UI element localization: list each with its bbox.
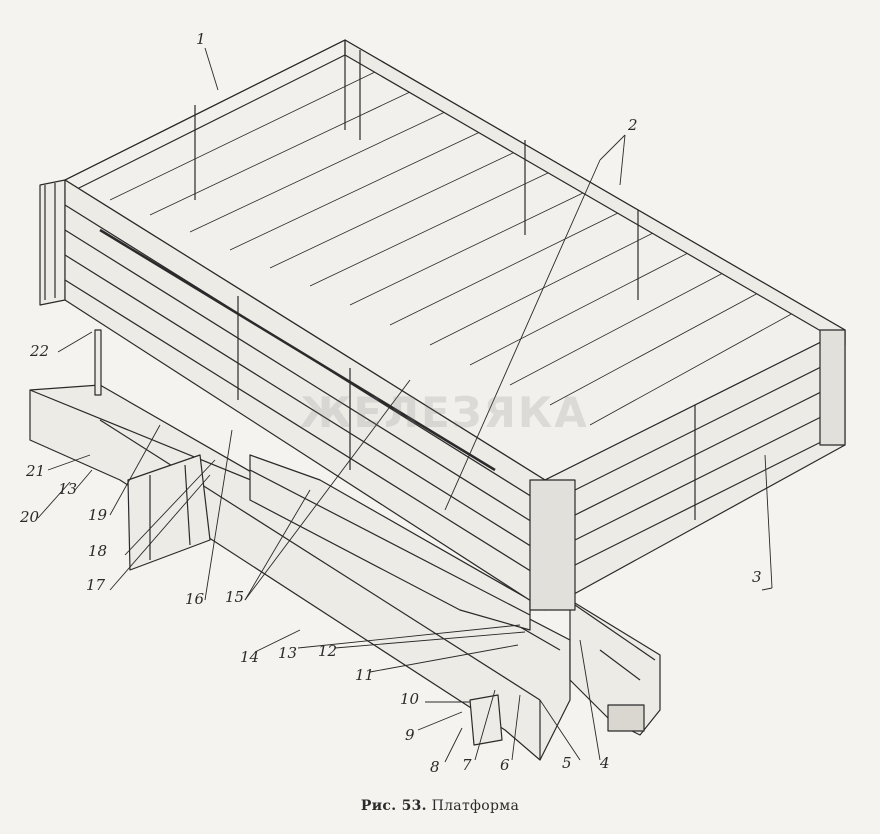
callout-9: 9 xyxy=(405,726,415,744)
callout-7: 7 xyxy=(462,756,472,774)
watermark: ЖЕЛЕЗЯКА xyxy=(300,388,589,437)
callout-19: 19 xyxy=(88,506,108,524)
sub-beam xyxy=(249,454,531,631)
callout-1: 1 xyxy=(196,30,206,48)
callout-8: 8 xyxy=(430,758,440,776)
bolt-22 xyxy=(94,329,102,396)
callout-4: 4 xyxy=(600,754,610,772)
callout-18: 18 xyxy=(88,542,108,560)
side-board-end xyxy=(529,329,846,611)
callout-2: 2 xyxy=(628,116,638,134)
caption-title: Платформа xyxy=(431,798,520,814)
callout-16: 16 xyxy=(185,590,205,608)
callout-11: 11 xyxy=(355,666,375,684)
callout-21: 21 xyxy=(26,462,46,480)
callout-17: 17 xyxy=(86,576,106,594)
floor-boards xyxy=(109,71,796,426)
figure-caption: Рис. 53. Платформа xyxy=(0,798,880,814)
callout-13-upper: 13 xyxy=(58,480,78,498)
caption-prefix: Рис. 53. xyxy=(360,798,427,814)
callout-20: 20 xyxy=(20,508,40,526)
callout-12: 12 xyxy=(318,642,338,660)
callout-13-lower: 13 xyxy=(278,644,298,662)
callout-5: 5 xyxy=(562,754,572,772)
front-board xyxy=(64,39,346,200)
rear-board xyxy=(39,179,66,306)
leader-lines xyxy=(37,47,773,763)
callout-10: 10 xyxy=(400,690,420,708)
cross-beam xyxy=(569,599,661,736)
callout-14: 14 xyxy=(240,648,260,666)
callout-3: 3 xyxy=(752,568,762,586)
callout-22: 22 xyxy=(30,342,50,360)
callout-15: 15 xyxy=(225,588,245,606)
callout-6: 6 xyxy=(500,756,510,774)
bracket-plate xyxy=(127,454,211,571)
